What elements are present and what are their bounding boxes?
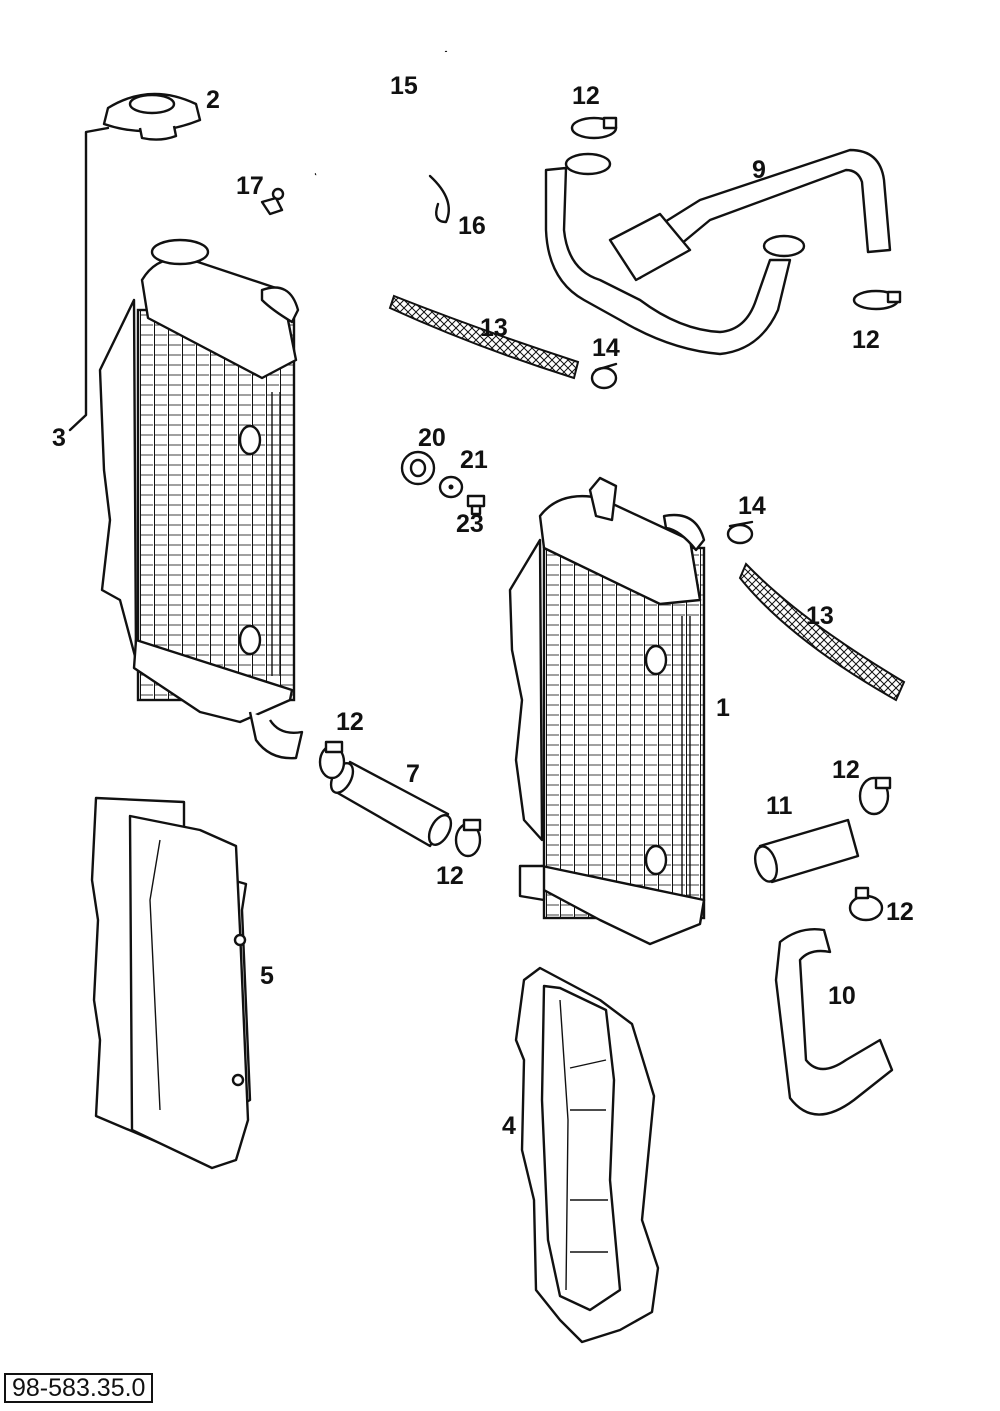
hose-10-part [774, 928, 894, 1116]
callout-part-4: 4 [502, 1112, 516, 1140]
shroud-4-part [514, 966, 660, 1344]
callout-part-23: 23 [456, 510, 484, 538]
hose-13-upper [388, 294, 580, 380]
callout-part-12-top: 12 [572, 82, 600, 110]
clamp-12-top [570, 116, 618, 140]
callout-part-13-right: 13 [806, 602, 834, 630]
drawing-number: 98-583.35.0 [4, 1373, 154, 1403]
clamp-12-right-b [848, 886, 884, 922]
callout-part-3: 3 [52, 424, 66, 452]
washer-21-part [438, 475, 464, 499]
callout-part-10: 10 [828, 982, 856, 1010]
leader-line-3 [68, 126, 110, 432]
callout-part-5: 5 [260, 962, 274, 990]
hose-13-right [738, 562, 906, 702]
clamp-14-right [726, 520, 754, 545]
callout-part-15: 15 [390, 72, 418, 100]
hose-11-part [753, 818, 860, 884]
callout-part-13-upper: 13 [480, 314, 508, 342]
bolt-17-part [260, 187, 285, 216]
grommet-20-part [400, 450, 436, 486]
callout-part-12-left-b: 12 [436, 862, 464, 890]
clamp-14-upper [590, 362, 618, 390]
callout-part-17: 17 [236, 172, 264, 200]
callout-part-11: 11 [766, 792, 793, 820]
clamp-12-right-a [858, 776, 892, 816]
left-radiator-part [98, 238, 304, 760]
callout-part-14-right: 14 [738, 492, 766, 520]
hose-7-part [329, 760, 453, 848]
screw-23-part [466, 494, 486, 516]
callout-part-16: 16 [458, 212, 486, 240]
clamp-12-left-a [318, 740, 346, 780]
callout-part-1: 1 [716, 694, 730, 722]
callout-part-12-right-a: 12 [832, 756, 860, 784]
callout-part-14-upper: 14 [592, 334, 620, 362]
callout-part-12-right-b: 12 [886, 898, 914, 926]
callout-part-2: 2 [206, 86, 220, 114]
callout-part-20: 20 [418, 424, 446, 452]
clamp-12-left-b [454, 818, 482, 858]
callout-part-7: 7 [406, 760, 420, 788]
callout-part-9: 9 [752, 156, 766, 184]
clamp-12-right-upper [852, 289, 902, 311]
callout-part-21: 21 [460, 446, 488, 474]
shroud-5-part [90, 796, 252, 1170]
right-radiator-part [508, 476, 706, 946]
clip-16-part [428, 174, 450, 224]
y-hose-9-part [544, 148, 892, 356]
callout-part-12-right-upper: 12 [852, 326, 880, 354]
radiator-cap-part [102, 92, 202, 141]
callout-part-12-left-a: 12 [336, 708, 364, 736]
